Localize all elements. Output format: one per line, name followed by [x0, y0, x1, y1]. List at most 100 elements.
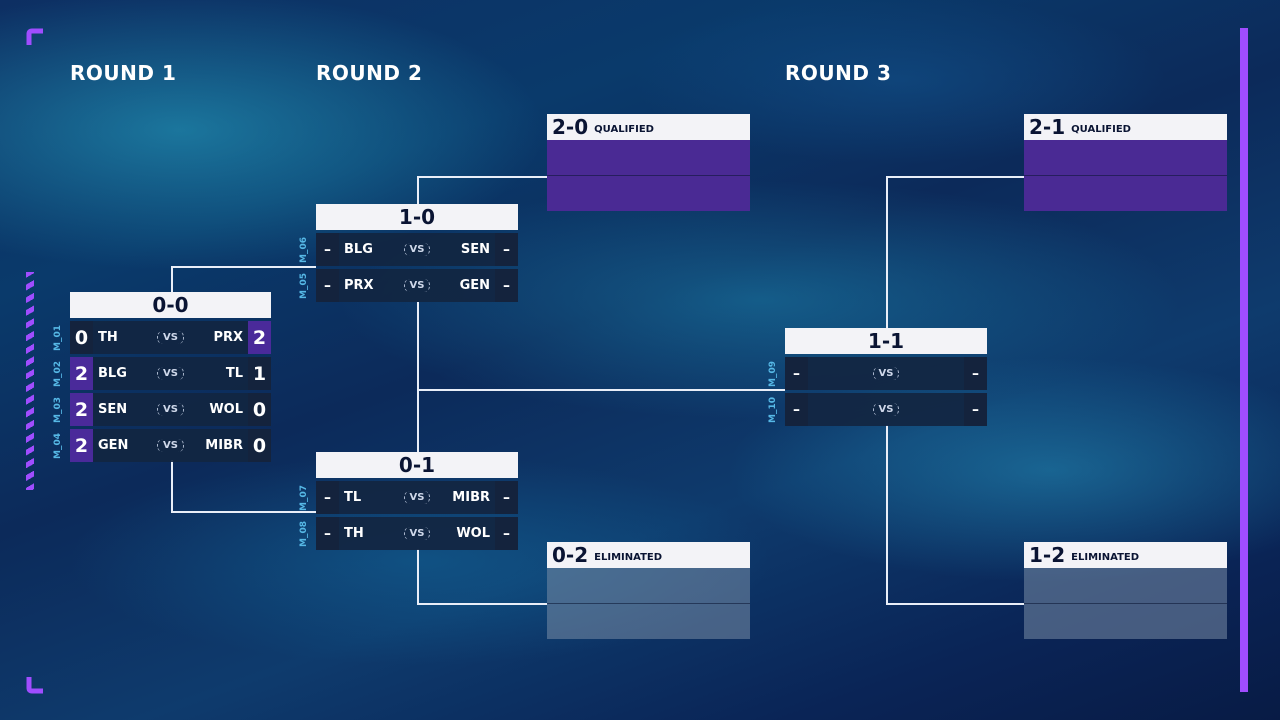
score-left: 2 — [70, 357, 93, 390]
match-row[interactable]: M_05 – PRX VS GEN – — [299, 269, 518, 302]
group-0-0: 0-0 M_01 0 TH VS PRX 2 M_02 2 BLG VS TL … — [53, 292, 271, 462]
group-1-1: 1-1 M_09 – VS – M_10 – VS – — [768, 328, 987, 426]
team-slot — [547, 568, 750, 603]
score-right: – — [495, 517, 518, 550]
match-id-label: M_08 — [299, 520, 310, 547]
match-row[interactable]: M_09 – VS – — [768, 357, 987, 390]
match-id-label: M_03 — [53, 396, 64, 423]
result-header: 0-2 ELIMINATED — [547, 542, 750, 568]
group-record: 0-1 — [316, 452, 518, 478]
match-id-label: M_02 — [53, 360, 64, 387]
group-record: 1-0 — [316, 204, 518, 230]
match-row[interactable]: M_01 0 TH VS PRX 2 — [53, 321, 271, 354]
team-right: WOL — [209, 402, 243, 417]
team-left: TH — [98, 330, 118, 345]
score-right: – — [964, 393, 987, 426]
vs-badge: VS — [400, 491, 434, 504]
team-slot — [1024, 175, 1227, 211]
team-right: SEN — [460, 242, 490, 257]
result-record: 2-1 — [1029, 115, 1066, 139]
team-slot — [1024, 140, 1227, 175]
match-row[interactable]: M_07 – TL VS MIBR – — [299, 481, 518, 514]
score-left: – — [316, 269, 339, 302]
team-left: BLG — [98, 366, 127, 381]
match-id-label: M_04 — [53, 432, 64, 459]
team-right: WOL — [456, 526, 490, 541]
score-right: 0 — [248, 393, 271, 426]
result-label: QUALIFIED — [1071, 123, 1131, 135]
team-left: SEN — [98, 402, 128, 417]
team-slot — [547, 175, 750, 211]
match-id-label: M_09 — [768, 360, 779, 387]
result-record: 1-2 — [1029, 543, 1066, 567]
vs-badge: VS — [869, 367, 903, 380]
team-left: GEN — [98, 438, 129, 453]
score-left: 0 — [70, 321, 93, 354]
right-accent-bar — [1240, 28, 1248, 692]
result-header: 1-2 ELIMINATED — [1024, 542, 1227, 568]
match-id-label: M_05 — [299, 272, 310, 299]
team-right: TL — [225, 366, 243, 381]
match-id-label: M_10 — [768, 396, 779, 423]
score-left: – — [316, 517, 339, 550]
match-row[interactable]: M_06 – BLG VS SEN – — [299, 233, 518, 266]
match-row[interactable]: M_02 2 BLG VS TL 1 — [53, 357, 271, 390]
score-left: – — [316, 481, 339, 514]
match-id-label: M_06 — [299, 236, 310, 263]
team-right: MIBR — [205, 438, 243, 453]
group-0-1: 0-1 M_07 – TL VS MIBR – M_08 – TH VS WOL… — [299, 452, 518, 550]
match-row[interactable]: M_08 – TH VS WOL – — [299, 517, 518, 550]
score-left: 2 — [70, 393, 93, 426]
round-2-title: ROUND 2 — [316, 61, 423, 85]
team-left: PRX — [344, 278, 374, 293]
round-3-title: ROUND 3 — [785, 61, 892, 85]
vs-badge: VS — [869, 403, 903, 416]
result-2-1-qualified: 2-1 QUALIFIED — [1024, 114, 1227, 211]
vs-badge: VS — [400, 243, 434, 256]
group-record: 0-0 — [70, 292, 271, 318]
team-slot — [547, 140, 750, 175]
corner-bracket-bottom-left — [26, 677, 43, 694]
score-left: – — [785, 393, 808, 426]
score-right: – — [495, 481, 518, 514]
result-0-2-eliminated: 0-2 ELIMINATED — [547, 542, 750, 639]
score-right: – — [495, 269, 518, 302]
match-id-label: M_07 — [299, 484, 310, 511]
score-right: – — [964, 357, 987, 390]
result-label: QUALIFIED — [594, 123, 654, 135]
left-stripe-decoration — [26, 272, 34, 490]
score-right: – — [495, 233, 518, 266]
team-right: PRX — [213, 330, 243, 345]
vs-badge: VS — [154, 331, 187, 344]
score-right: 0 — [248, 429, 271, 462]
result-record: 0-2 — [552, 543, 589, 567]
match-id-label: M_01 — [53, 324, 64, 351]
round-1-title: ROUND 1 — [70, 61, 177, 85]
result-label: ELIMINATED — [1071, 551, 1140, 563]
team-left: BLG — [344, 242, 373, 257]
match-row[interactable]: M_04 2 GEN VS MIBR 0 — [53, 429, 271, 462]
result-header: 2-0 QUALIFIED — [547, 114, 750, 140]
vs-badge: VS — [400, 527, 434, 540]
team-slot — [547, 603, 750, 639]
result-2-0-qualified: 2-0 QUALIFIED — [547, 114, 750, 211]
team-left: TL — [344, 490, 362, 505]
result-label: ELIMINATED — [594, 551, 663, 563]
score-right: 2 — [248, 321, 271, 354]
score-left: – — [785, 357, 808, 390]
match-row[interactable]: M_03 2 SEN VS WOL 0 — [53, 393, 271, 426]
vs-badge: VS — [154, 439, 187, 452]
group-1-0: 1-0 M_06 – BLG VS SEN – M_05 – PRX VS GE… — [299, 204, 518, 302]
result-record: 2-0 — [552, 115, 589, 139]
match-row[interactable]: M_10 – VS – — [768, 393, 987, 426]
result-1-2-eliminated: 1-2 ELIMINATED — [1024, 542, 1227, 639]
corner-bracket-top-left — [26, 28, 43, 45]
vs-badge: VS — [154, 403, 187, 416]
vs-badge: VS — [154, 367, 187, 380]
score-right: 1 — [248, 357, 271, 390]
team-slot — [1024, 568, 1227, 603]
team-slot — [1024, 603, 1227, 639]
team-left: TH — [344, 526, 364, 541]
score-left: – — [316, 233, 339, 266]
vs-badge: VS — [400, 279, 434, 292]
